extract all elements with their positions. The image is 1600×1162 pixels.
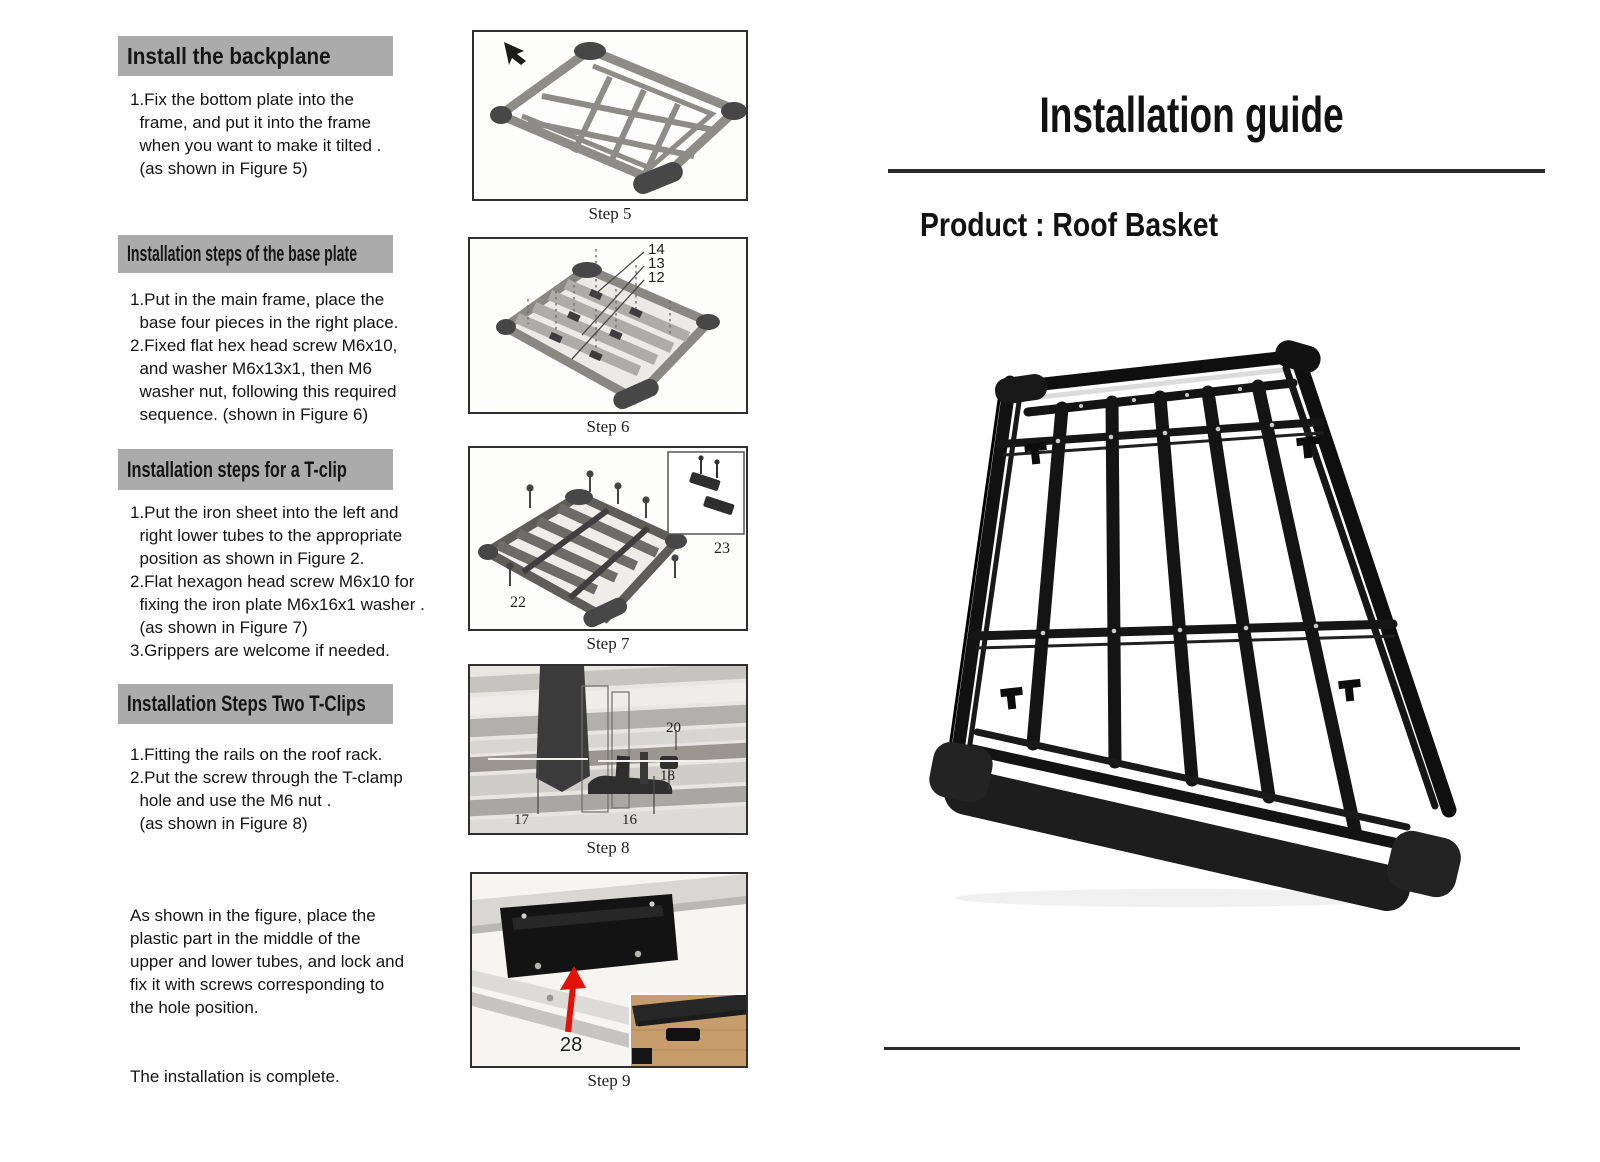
completion-note: The installation is complete. (130, 1067, 340, 1086)
product-photo (925, 340, 1470, 920)
product-label: Product : Roof Basket (920, 206, 1219, 243)
section-body-t-clip: 1.Put the iron sheet into the left and r… (130, 503, 425, 660)
figure-caption-step5: Step 5 (588, 204, 632, 223)
section-heading-base-plate: Installation steps of the base plate (118, 235, 393, 273)
roof-frame-sketch (490, 42, 747, 194)
figure-step5 (472, 30, 748, 201)
section-heading-text: Installation steps for a T-clip (127, 456, 347, 482)
section-heading-two-t-clips: Installation Steps Two T-Clips (118, 684, 393, 724)
part-label-17: 17 (514, 812, 529, 828)
part-label-12: 12 (648, 269, 665, 286)
part-label-13: 13 (648, 255, 665, 272)
strap-arrow-icon (504, 42, 526, 65)
figure-step8: 20 18 17 16 (456, 662, 765, 847)
section-heading-text: Installation Steps Two T-Clips (127, 691, 366, 716)
section-heading-t-clip: Installation steps for a T-clip (118, 449, 393, 490)
page-title: Installation guide (1039, 87, 1345, 143)
title-divider (888, 169, 1545, 173)
section-heading-text: Installation steps of the base plate (127, 241, 358, 266)
part-label-14: 14 (648, 241, 665, 258)
section-body-install-backplane: 1.Fix the bottom plate into the frame, a… (130, 90, 382, 178)
figure-caption-step7: Step 7 (586, 634, 630, 653)
figure-step7: 22 23 (468, 446, 748, 631)
figure-caption-step9: Step 9 (587, 1071, 631, 1090)
figure-caption-step6: Step 6 (586, 417, 630, 436)
closing-note: As shown in the figure, place the plasti… (130, 906, 405, 1017)
roof-basket-photo (929, 340, 1461, 911)
section-heading-text: Install the backplane (127, 42, 331, 69)
rail-closeup-photo (456, 662, 765, 847)
section-body-base-plate: 1.Put in the main frame, place the base … (130, 290, 399, 424)
inset-photo (629, 993, 747, 1066)
section-body-two-t-clips: 1.Fitting the rails on the roof rack. 2.… (130, 745, 403, 833)
part-label-28: 28 (560, 1034, 583, 1056)
part-label-22: 22 (510, 594, 526, 611)
tclip-inset (667, 451, 745, 535)
footer-divider (884, 1047, 1520, 1050)
frame-with-tclip-sketch (478, 451, 745, 628)
callout-lines (571, 251, 645, 360)
base-plate-sketch (496, 249, 720, 410)
plastic-plate-photo (472, 874, 747, 1066)
figure-caption-step8: Step 8 (586, 838, 630, 857)
part-label-23: 23 (714, 540, 730, 557)
section-heading-install-backplane: Install the backplane (118, 36, 393, 76)
figure-step6: 14 13 12 (468, 237, 748, 414)
part-label-18: 18 (660, 768, 675, 784)
figure-step9: 28 (470, 872, 748, 1068)
part-label-16: 16 (622, 812, 637, 828)
mounting-brackets (1000, 435, 1361, 710)
part-label-20: 20 (666, 720, 681, 736)
red-arrow-icon (560, 966, 586, 1033)
